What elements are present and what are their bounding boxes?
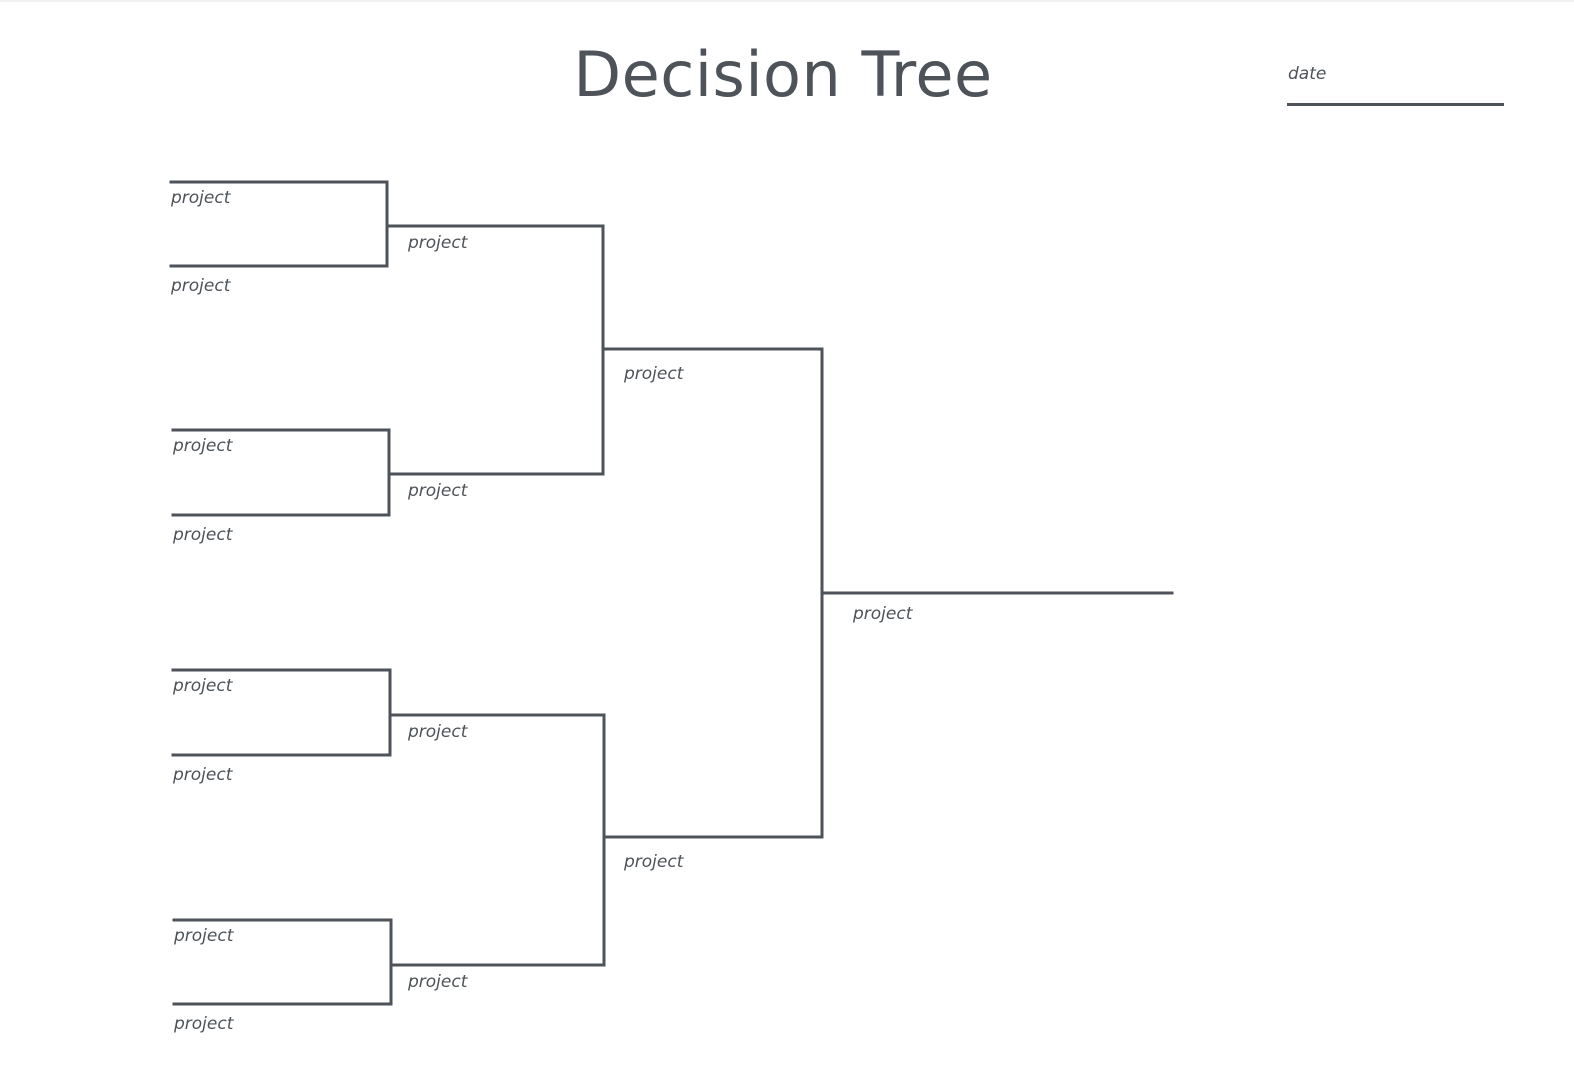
- leaf-label[interactable]: project: [170, 276, 232, 296]
- round2-label[interactable]: project: [407, 233, 469, 253]
- leaf-label[interactable]: project: [172, 765, 234, 785]
- leaf-label[interactable]: project: [173, 1014, 235, 1034]
- leaf-label[interactable]: project: [172, 436, 234, 456]
- round3-label[interactable]: project: [623, 852, 685, 872]
- leaf-label[interactable]: project: [170, 188, 232, 208]
- final-label[interactable]: project: [852, 604, 914, 624]
- round2-label[interactable]: project: [407, 722, 469, 742]
- leaf-label[interactable]: project: [172, 525, 234, 545]
- date-label: date: [1288, 64, 1327, 84]
- leaf-label[interactable]: project: [173, 926, 235, 946]
- round2-label[interactable]: project: [407, 481, 469, 501]
- top-rule: [0, 0, 1574, 2]
- leaf-label[interactable]: project: [172, 676, 234, 696]
- page-title: Decision Tree: [573, 38, 993, 111]
- date-field-line[interactable]: [1287, 103, 1504, 106]
- round3-label[interactable]: project: [623, 364, 685, 384]
- round2-label[interactable]: project: [407, 972, 469, 992]
